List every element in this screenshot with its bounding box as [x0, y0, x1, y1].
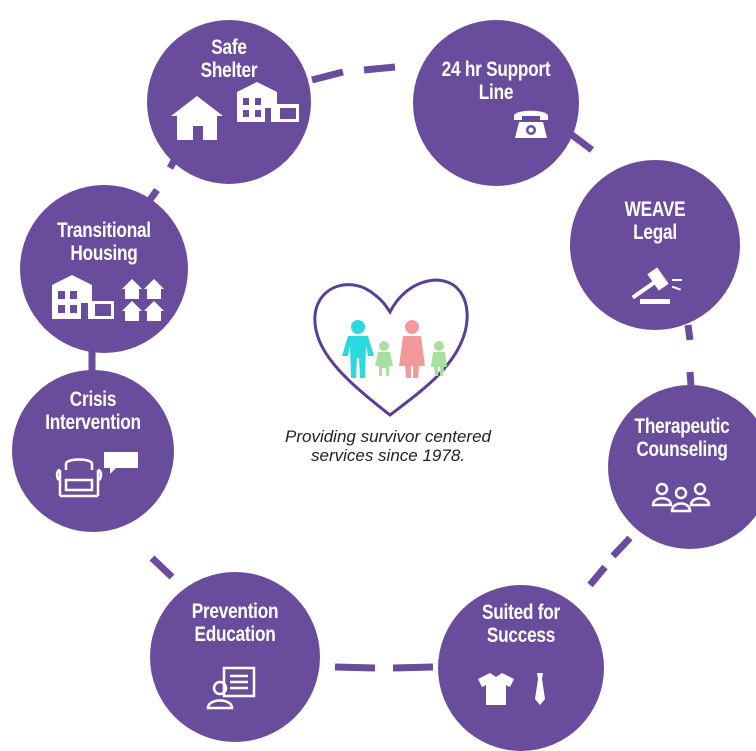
node-label: Transitional Housing	[35, 219, 173, 265]
label-line: Legal	[633, 221, 677, 244]
label-line: WEAVE	[624, 198, 686, 221]
label-line: Success	[486, 624, 556, 647]
node-label: Prevention Education	[165, 600, 304, 646]
label-line: Prevention	[191, 600, 279, 623]
connector-therapeutic-suited	[610, 535, 633, 559]
services-cycle-diagram: Providing survivor centered services sin…	[12, 20, 756, 751]
node-prevention-education: Prevention Education	[150, 572, 320, 742]
connector-shelter-support	[311, 68, 344, 84]
label-line: Education	[194, 623, 276, 646]
label-line: Housing	[70, 242, 138, 265]
node-label: Safe Shelter	[162, 36, 296, 82]
connector-suited-prevention	[334, 663, 376, 672]
center-tagline: Providing survivor centered services sin…	[228, 427, 548, 465]
presenter-icon	[206, 666, 256, 710]
tagline-line-2: services since 1978.	[310, 446, 466, 465]
shirt-icon	[478, 673, 514, 705]
shirt-tie-icon	[478, 673, 545, 705]
telephone-icon	[514, 110, 548, 138]
label-line: Counseling	[636, 438, 728, 461]
node-therapeutic-counseling: Therapeutic Counseling	[608, 385, 756, 549]
label-line: Crisis	[69, 388, 117, 411]
node-safe-shelter: Safe Shelter	[147, 20, 311, 184]
family-figures	[342, 320, 447, 378]
gavel-icon	[631, 267, 682, 304]
connector-therapeutic-suited	[587, 564, 608, 588]
node-suited-for-success: Suited for Success	[438, 585, 604, 751]
connector-shelter-support	[363, 63, 396, 74]
house-icon	[171, 82, 299, 140]
houses-icon	[52, 275, 164, 321]
node-label: 24 hr Support Line	[428, 58, 564, 104]
node-label: WEAVE Legal	[585, 198, 724, 244]
armchair-chat-icon	[55, 452, 138, 498]
label-line: Intervention	[45, 411, 141, 434]
label-line: Suited for	[482, 601, 560, 624]
node-support-line: 24 hr Support Line	[413, 20, 579, 186]
label-line: Transitional	[57, 219, 151, 242]
node-crisis-intervention: Crisis Intervention	[12, 370, 174, 532]
node-label: Suited for Success	[453, 601, 589, 647]
node-label: Therapeutic Counseling	[615, 415, 749, 461]
armchair-icon	[55, 458, 103, 498]
connector-legal-therapeutic	[684, 324, 694, 341]
group-icon	[651, 482, 711, 513]
connector-legal-therapeutic	[686, 371, 695, 387]
label-line: Therapeutic	[634, 415, 730, 438]
tie-icon	[535, 673, 545, 705]
label-line: 24 hr Support	[441, 58, 551, 81]
node-label: Crisis Intervention	[27, 388, 160, 434]
node-transitional-housing: Transitional Housing	[20, 185, 188, 353]
connector-prevention-crisis	[149, 555, 175, 580]
label-line: Line	[478, 81, 514, 104]
speech-bubble-icon	[104, 452, 138, 474]
label-line: Safe	[211, 36, 247, 59]
label-line: Shelter	[200, 59, 258, 82]
node-weave-legal: WEAVE Legal	[570, 160, 740, 330]
tagline-line-1: Providing survivor centered	[285, 427, 491, 446]
connector-suited-prevention	[392, 663, 434, 672]
heart-family-icon	[313, 278, 469, 417]
